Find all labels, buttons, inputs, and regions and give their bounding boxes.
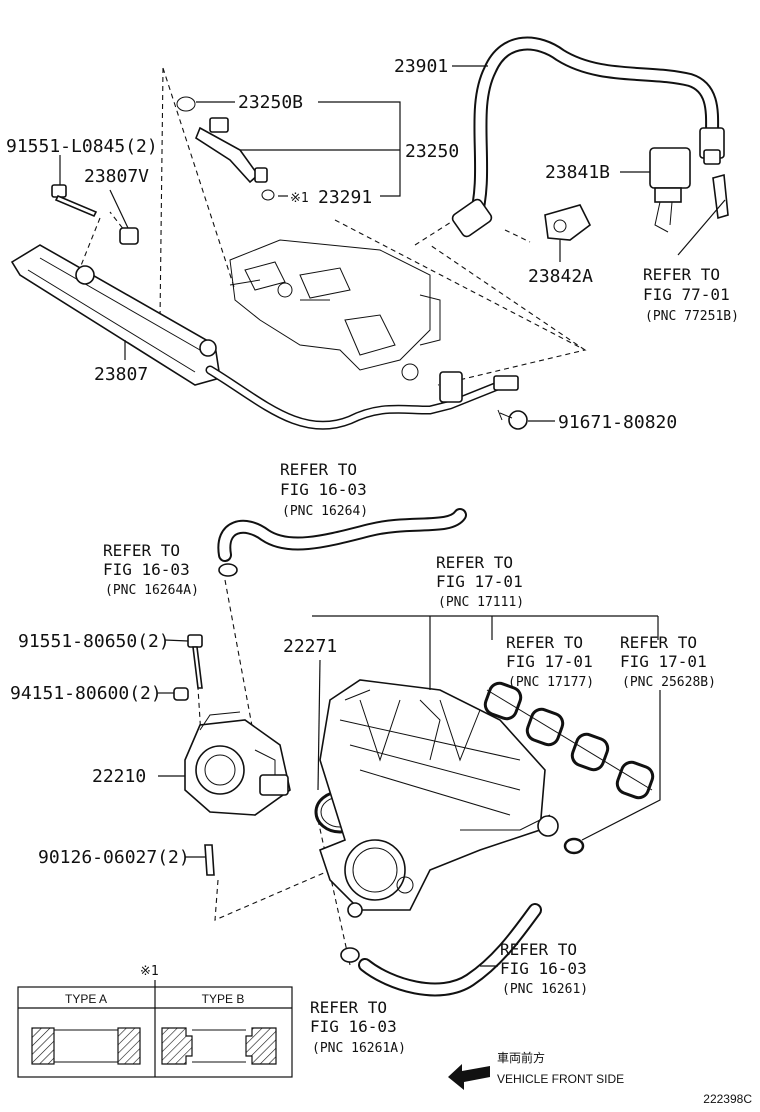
svg-text:(PNC 16261A): (PNC 16261A) <box>312 1041 406 1056</box>
svg-text:FIG 17-01: FIG 17-01 <box>506 652 593 671</box>
svg-text:(PNC 16261): (PNC 16261) <box>502 982 588 997</box>
label-22210: 22210 <box>92 766 146 787</box>
svg-text:(PNC 16264A): (PNC 16264A) <box>105 583 199 598</box>
refer-25628B[interactable]: REFER TO FIG 17-01 (PNC 25628B) <box>620 633 716 690</box>
label-23250B: 23250B <box>238 92 303 113</box>
svg-text:REFER TO: REFER TO <box>436 553 513 572</box>
refer-16264A[interactable]: REFER TO FIG 16-03 (PNC 16264A) <box>103 541 199 598</box>
refer-17111[interactable]: REFER TO FIG 17-01 (PNC 17111) <box>436 553 524 610</box>
type-b-section <box>161 1027 277 1065</box>
svg-text:(PNC 25628B): (PNC 25628B) <box>622 675 716 690</box>
bolt-91671-80820[interactable] <box>497 409 528 430</box>
intake-manifold-17111[interactable] <box>319 679 559 918</box>
label-23291: 23291 <box>318 187 372 208</box>
clip-23842A[interactable] <box>544 204 592 241</box>
svg-text:REFER TO: REFER TO <box>103 541 180 560</box>
svg-text:FIG 16-03: FIG 16-03 <box>310 1017 397 1036</box>
vehicle-front-direction: 車両前方 VEHICLE FRONT SIDE <box>448 1050 624 1090</box>
fuel-injector-23250[interactable] <box>176 96 275 201</box>
svg-text:FIG 16-03: FIG 16-03 <box>500 959 587 978</box>
svg-text:(PNC 17111): (PNC 17111) <box>438 595 524 610</box>
intake-gasket-17177[interactable] <box>482 680 655 800</box>
bolt-91551-80650[interactable] <box>187 634 203 689</box>
refer-16264[interactable]: REFER TO FIG 16-03 (PNC 16264) <box>280 460 368 519</box>
svg-text:REFER TO: REFER TO <box>310 998 387 1017</box>
refer-16261A[interactable]: REFER TO FIG 16-03 (PNC 16261A) <box>310 998 406 1056</box>
engine-block-sketch <box>229 239 441 381</box>
legend-type-b: TYPE B <box>202 992 245 1006</box>
refer-16261[interactable]: REFER TO FIG 16-03 (PNC 16261) <box>500 940 588 997</box>
front-arrow-icon <box>448 1064 490 1090</box>
svg-text:FIG 16-03: FIG 16-03 <box>103 560 190 579</box>
svg-text:(PNC 16264): (PNC 16264) <box>282 504 368 519</box>
svg-text:FIG 16-03: FIG 16-03 <box>280 480 367 499</box>
label-23901: 23901 <box>394 56 448 77</box>
spacer-23807V[interactable] <box>119 227 139 245</box>
direction-en: VEHICLE FRONT SIDE <box>497 1072 624 1086</box>
svg-text:(PNC 17177): (PNC 17177) <box>508 675 594 690</box>
label-91551-80650: 91551-80650(2) <box>18 631 170 652</box>
svg-text:FIG 17-01: FIG 17-01 <box>620 652 707 671</box>
legend-mark: ※1 <box>140 964 159 979</box>
label-22271: 22271 <box>283 636 337 657</box>
svg-text:FIG 17-01: FIG 17-01 <box>436 572 523 591</box>
label-23841B: 23841B <box>545 162 610 183</box>
label-23250: 23250 <box>405 141 459 162</box>
label-23842A: 23842A <box>528 266 593 287</box>
o-ring-25628B[interactable] <box>563 837 585 855</box>
direction-jp: 車両前方 <box>497 1050 545 1065</box>
hose-16261[interactable] <box>340 903 542 997</box>
svg-text:REFER TO: REFER TO <box>500 940 577 959</box>
nut-94151-80600[interactable] <box>173 687 189 701</box>
sensor-23841B[interactable] <box>649 147 729 233</box>
svg-text:(PNC 77251B): (PNC 77251B) <box>645 309 739 324</box>
svg-text:REFER TO: REFER TO <box>643 265 720 284</box>
label-94151-80600: 94151-80600(2) <box>10 683 162 704</box>
label-91551-L0845: 91551-L0845(2) <box>6 136 158 157</box>
label-90126-06027: 90126-06027(2) <box>38 847 190 868</box>
leader-lines <box>59 65 726 967</box>
refer-77-01[interactable]: REFER TO FIG 77-01 (PNC 77251B) <box>643 265 739 324</box>
figure-code: 222398C <box>703 1092 752 1106</box>
refer-17177[interactable]: REFER TO FIG 17-01 (PNC 17177) <box>506 633 594 690</box>
type-legend: ※1 TYPE A TYPE B <box>17 964 293 1078</box>
throttle-body-22210[interactable] <box>184 711 291 816</box>
star1-mark: ※1 <box>290 191 309 206</box>
label-23807: 23807 <box>94 364 148 385</box>
legend-type-a: TYPE A <box>65 992 107 1006</box>
label-23807V: 23807V <box>84 166 149 187</box>
label-91671-80820: 91671-80820 <box>558 412 677 433</box>
stud-90126-06027[interactable] <box>204 844 215 876</box>
svg-text:REFER TO: REFER TO <box>620 633 697 652</box>
hose-16264[interactable] <box>217 508 467 577</box>
svg-text:REFER TO: REFER TO <box>506 633 583 652</box>
fuel-rail-23807[interactable] <box>10 244 519 430</box>
svg-text:REFER TO: REFER TO <box>280 460 357 479</box>
type-a-section <box>31 1027 141 1065</box>
bolt-91551-L0845[interactable] <box>51 184 98 218</box>
svg-text:FIG 77-01: FIG 77-01 <box>643 285 730 304</box>
fuel-hose-23901[interactable] <box>451 36 725 239</box>
